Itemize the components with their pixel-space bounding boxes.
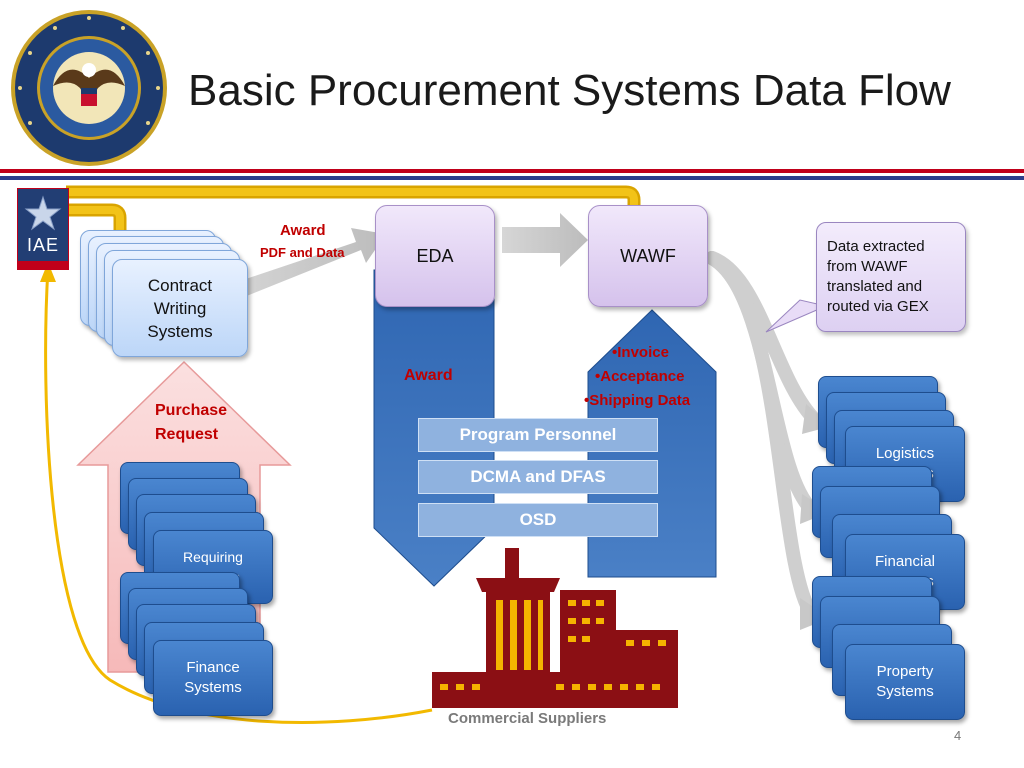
callout-text: Data extracted from WAWF translated and … [827, 238, 929, 315]
page-number: 4 [954, 728, 962, 743]
shipping-data-label: •Shipping Data [584, 392, 691, 409]
header-rule-red [0, 169, 1024, 173]
award-pdf-data-label: PDF and Data [260, 245, 345, 260]
award-top-label: Award [280, 222, 326, 239]
header-rule-blue [0, 176, 1024, 180]
dod-seal-icon [11, 10, 167, 166]
program-personnel-bar: Program Personnel [418, 418, 658, 452]
purchase-request-label-2: Request [155, 426, 219, 443]
invoice-label: •Invoice [612, 344, 669, 361]
purchase-request-label-1: Purchase [155, 402, 228, 419]
award-mid-label: Award [404, 367, 453, 384]
suppliers-to-iae-line [44, 267, 433, 724]
wawf-to-property-curve [705, 251, 819, 622]
commercial-suppliers-label: Commercial Suppliers [448, 710, 607, 727]
iae-star-icon [24, 195, 62, 231]
iae-red-stripe [18, 261, 68, 269]
dcma-dfas-bar: DCMA and DFAS [418, 460, 658, 494]
osd-bar: OSD [418, 503, 658, 537]
finance-systems-box: Finance Systems [153, 640, 273, 716]
gex-callout: Data extracted from WAWF translated and … [816, 222, 966, 332]
iae-label: IAE [26, 235, 59, 255]
eda-box: EDA [375, 205, 495, 307]
callout-pointer [765, 299, 828, 333]
eda-to-wawf-arrow [502, 213, 588, 267]
iae-logo: IAE [17, 188, 69, 270]
acceptance-label: •Acceptance [595, 368, 685, 385]
cws-to-eda-arrow [228, 228, 386, 301]
page-title: Basic Procurement Systems Data Flow [188, 66, 951, 115]
contract-writing-systems-box: Contract Writing Systems [112, 259, 248, 357]
property-systems-box: Property Systems [845, 644, 965, 720]
wawf-box: WAWF [588, 205, 708, 307]
